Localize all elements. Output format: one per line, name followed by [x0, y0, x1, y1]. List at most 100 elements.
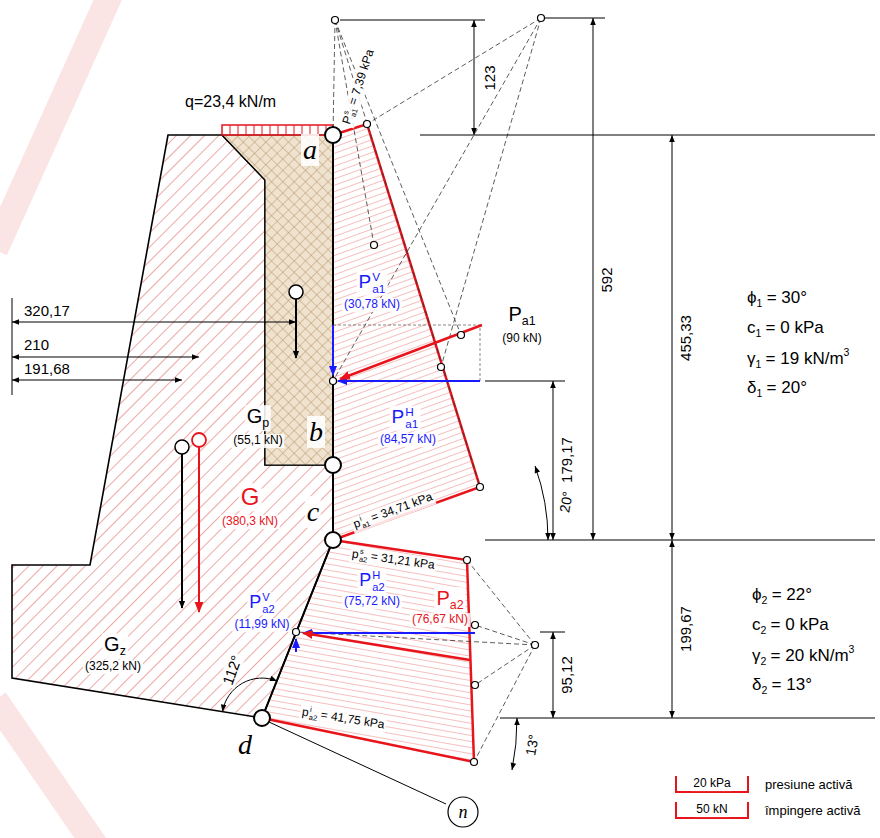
- weight-value: (55,1 kN): [233, 433, 282, 447]
- force-label: P: [359, 571, 371, 591]
- pressure-label: = 31,21 kPa: [370, 549, 436, 572]
- label-group: PHa1: [390, 406, 421, 431]
- index-stack: Ha1: [405, 406, 418, 431]
- force-label: V: [262, 592, 274, 604]
- force-label: P: [359, 271, 372, 292]
- soil-parameter: = 22°: [772, 585, 812, 604]
- force-value: (11,99 kN): [234, 617, 289, 631]
- force-value: (76,67 kN): [412, 612, 468, 626]
- label-group: Pa1: [506, 303, 537, 329]
- weight-label: G: [241, 483, 260, 510]
- key-points: [254, 127, 341, 726]
- surcharge-label: q=23,4 kN/m: [185, 93, 276, 110]
- label-group: (90 kN): [500, 332, 543, 346]
- point-label: a: [303, 134, 317, 165]
- angle-value: 13°: [522, 733, 541, 757]
- pressure-diagram-2: [262, 540, 474, 762]
- dimension-value: 592: [598, 267, 615, 292]
- label-group: (30,78 kN): [342, 298, 402, 312]
- pressure-label: a1: [361, 520, 371, 530]
- soil-parameter: c: [752, 615, 761, 634]
- soil-parameter: γ: [752, 646, 761, 665]
- angle-value: 20°: [556, 490, 575, 514]
- soil-parameter: δ: [747, 378, 756, 397]
- pressure-label: = 41,75 kPa: [320, 708, 386, 732]
- soil-parameter: = 13°: [772, 675, 812, 694]
- soil-parameter: 3: [849, 643, 855, 655]
- pressure-label: a2: [308, 714, 317, 723]
- label-group: (11,99 kN): [232, 618, 291, 632]
- label-group: 50 kN: [694, 803, 729, 817]
- label-group: 179,17: [558, 435, 575, 485]
- label-group: 191,68: [22, 360, 72, 377]
- label-group: ϕ2= 22°: [750, 585, 814, 606]
- label-group: c2= 0 kPa: [750, 615, 831, 636]
- label-group: PHa2: [357, 570, 386, 593]
- pressure-label: = 7,39 kPa: [345, 47, 376, 106]
- soil-parameter: c: [747, 318, 756, 337]
- label-group: (55,1 kN): [231, 434, 284, 448]
- dimension-value: 191,68: [24, 360, 70, 377]
- soil-on-heel: [222, 135, 333, 465]
- label-group: Psa1= 7,39 kPa: [339, 46, 379, 129]
- force-label: a1: [372, 283, 385, 295]
- weight-label: z: [120, 645, 126, 659]
- soil-parameter: ϕ: [747, 288, 757, 307]
- wall-body: [12, 135, 333, 718]
- weight-label: G: [247, 405, 263, 427]
- label-group: 95,12: [558, 654, 575, 696]
- force-label: H: [405, 406, 418, 418]
- weight-label: G: [104, 633, 120, 655]
- legend-bracket: [676, 802, 748, 818]
- index-stack: Va1: [372, 271, 385, 296]
- force-label: P: [249, 593, 261, 613]
- pressure-label: p: [351, 547, 360, 562]
- label-group: 210: [22, 336, 51, 353]
- legend-sample: [676, 776, 748, 792]
- force-label: a2: [450, 599, 464, 613]
- soil-parameter: 1: [757, 296, 763, 308]
- callout-ring: [448, 797, 478, 827]
- soil-parameter: 1: [756, 326, 762, 338]
- soil-parameter: 2: [761, 683, 767, 695]
- label-group: Pa2: [434, 587, 465, 613]
- label-group: 20 kPa: [691, 777, 732, 791]
- point-label: c: [307, 496, 319, 527]
- label-group: 13°: [522, 731, 542, 759]
- label-group: γ2 = 20 kN/m3: [750, 643, 856, 667]
- label-group: (325,2 kN): [83, 660, 143, 674]
- label-group: c1= 0 kPa: [745, 318, 826, 339]
- soil-parameter: = 19 kN/m: [766, 349, 844, 368]
- soil-parameter: = 20 kN/m: [771, 646, 849, 665]
- scale-value: 20 kPa: [693, 776, 730, 790]
- index-stack: ia2: [308, 706, 319, 723]
- label-group: 455,33: [677, 313, 694, 363]
- angle-value: 112°: [219, 653, 245, 687]
- force-value: (90 kN): [502, 331, 541, 345]
- force-label: a1: [405, 418, 418, 430]
- label-group: 199,67: [677, 604, 694, 654]
- legend-text: presiune activă: [765, 777, 852, 792]
- label-group: PVa1: [357, 271, 388, 296]
- soil-parameter: 2: [761, 655, 767, 667]
- force-value: (75,72 kN): [344, 594, 400, 608]
- construction-points: [293, 15, 545, 766]
- force-label: P: [392, 406, 405, 427]
- soil-parameter: ϕ: [752, 585, 762, 604]
- soil-parameter: 1: [756, 358, 762, 370]
- dimension-value: 210: [24, 336, 49, 353]
- force-label: P: [436, 587, 449, 609]
- legend-text: împingere activă: [765, 803, 860, 818]
- soil-parameter: 3: [844, 346, 850, 358]
- label-group: q=23,4 kN/m: [183, 93, 278, 111]
- legend-sample: [676, 802, 748, 818]
- label-group: (76,67 kN): [410, 613, 470, 627]
- dimension-value: 199,67: [677, 606, 694, 652]
- force-label: V: [372, 271, 385, 283]
- force-vectors: [175, 285, 482, 660]
- soil-parameter: δ: [752, 675, 761, 694]
- soil-parameter: γ: [747, 349, 756, 368]
- callout-circle: n: [447, 796, 479, 828]
